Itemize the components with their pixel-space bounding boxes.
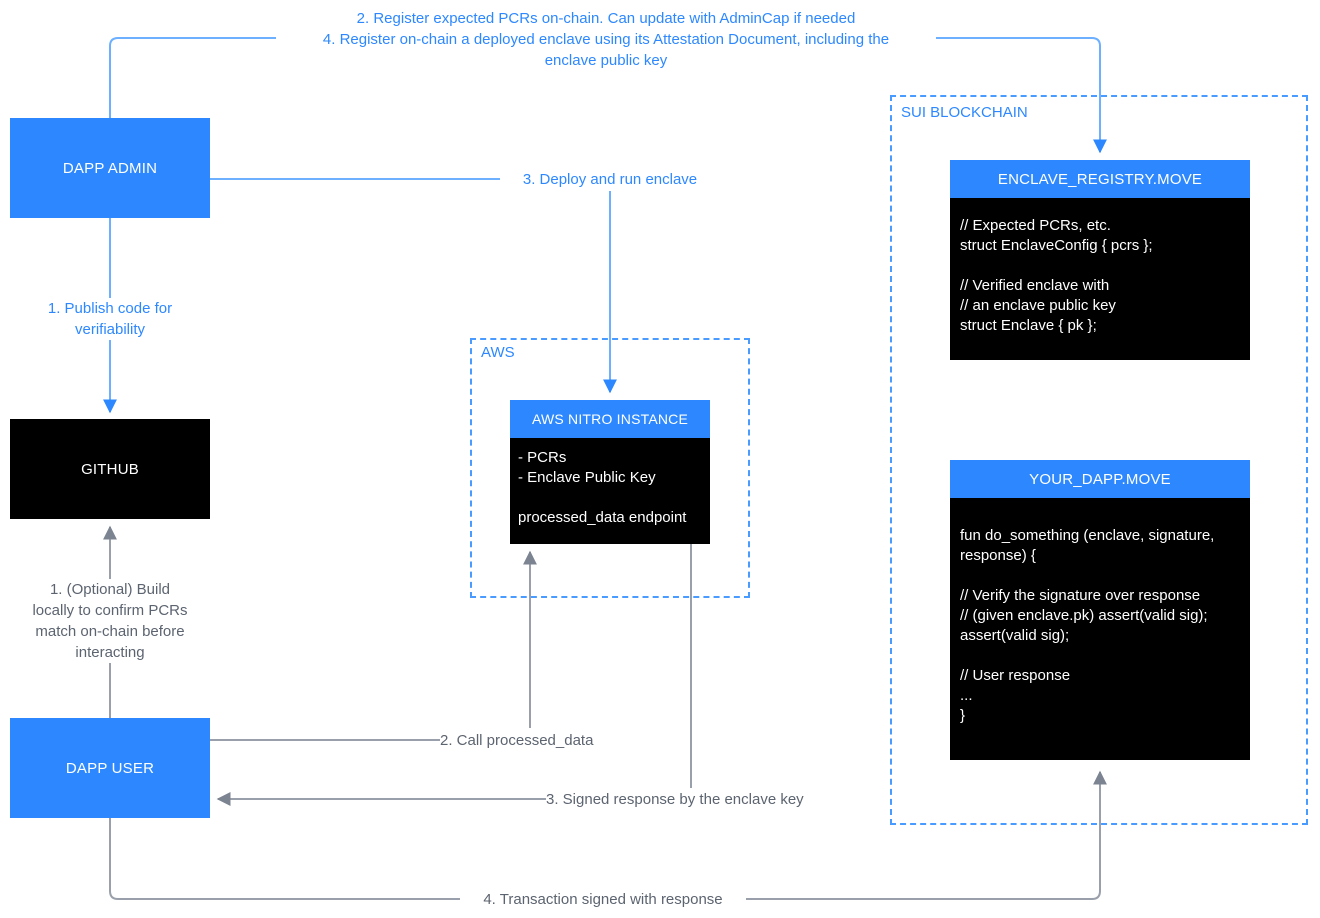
edge-label-user-to-github: 1. (Optional) Build locally to confirm P… — [18, 579, 202, 663]
node-dapp-admin-label: DAPP ADMIN — [62, 159, 158, 177]
edge-label-admin-to-nitro: 3. Deploy and run enclave — [500, 169, 720, 190]
card-aws-nitro-instance-title: AWS NITRO INSTANCE — [510, 400, 710, 438]
edge-user-to-dapp-move-right — [745, 770, 1107, 900]
card-your-dapp-move-title: YOUR_DAPP.MOVE — [950, 460, 1250, 498]
node-github[interactable]: GITHUB — [10, 419, 210, 519]
edge-label-admin-to-registry: 2. Register expected PCRs on-chain. Can … — [276, 8, 936, 71]
node-dapp-admin[interactable]: DAPP ADMIN — [10, 118, 210, 218]
node-dapp-user-label: DAPP USER — [65, 759, 155, 777]
card-enclave-registry-move-body: // Expected PCRs, etc. struct EnclaveCon… — [950, 198, 1250, 360]
group-aws — [470, 338, 750, 598]
edge-label-nitro-to-user: 3. Signed response by the enclave key — [546, 789, 838, 810]
node-github-label: GITHUB — [81, 460, 139, 478]
edge-label-admin-to-github: 1. Publish code for verifiability — [20, 298, 200, 340]
card-aws-nitro-instance[interactable]: AWS NITRO INSTANCE - PCRs - Enclave Publ… — [510, 400, 710, 544]
node-dapp-user[interactable]: DAPP USER — [10, 718, 210, 818]
card-enclave-registry-move-title: ENCLAVE_REGISTRY.MOVE — [950, 160, 1250, 198]
card-enclave-registry-move[interactable]: ENCLAVE_REGISTRY.MOVE // Expected PCRs, … — [950, 160, 1250, 360]
edge-user-to-dapp-move-left — [109, 818, 460, 900]
edge-label-user-to-dapp-move: 4. Transaction signed with response — [460, 889, 746, 910]
group-sui-blockchain — [890, 95, 1308, 825]
edge-label-user-to-nitro: 2. Call processed_data — [440, 730, 622, 751]
group-sui-blockchain-title: SUI BLOCKCHAIN — [897, 104, 1032, 121]
card-your-dapp-move-body: fun do_something (enclave, signature, re… — [950, 498, 1250, 760]
group-aws-title: AWS — [477, 344, 519, 361]
card-aws-nitro-instance-body: - PCRs - Enclave Public Key processed_da… — [510, 438, 710, 544]
card-your-dapp-move[interactable]: YOUR_DAPP.MOVE fun do_something (enclave… — [950, 460, 1250, 760]
